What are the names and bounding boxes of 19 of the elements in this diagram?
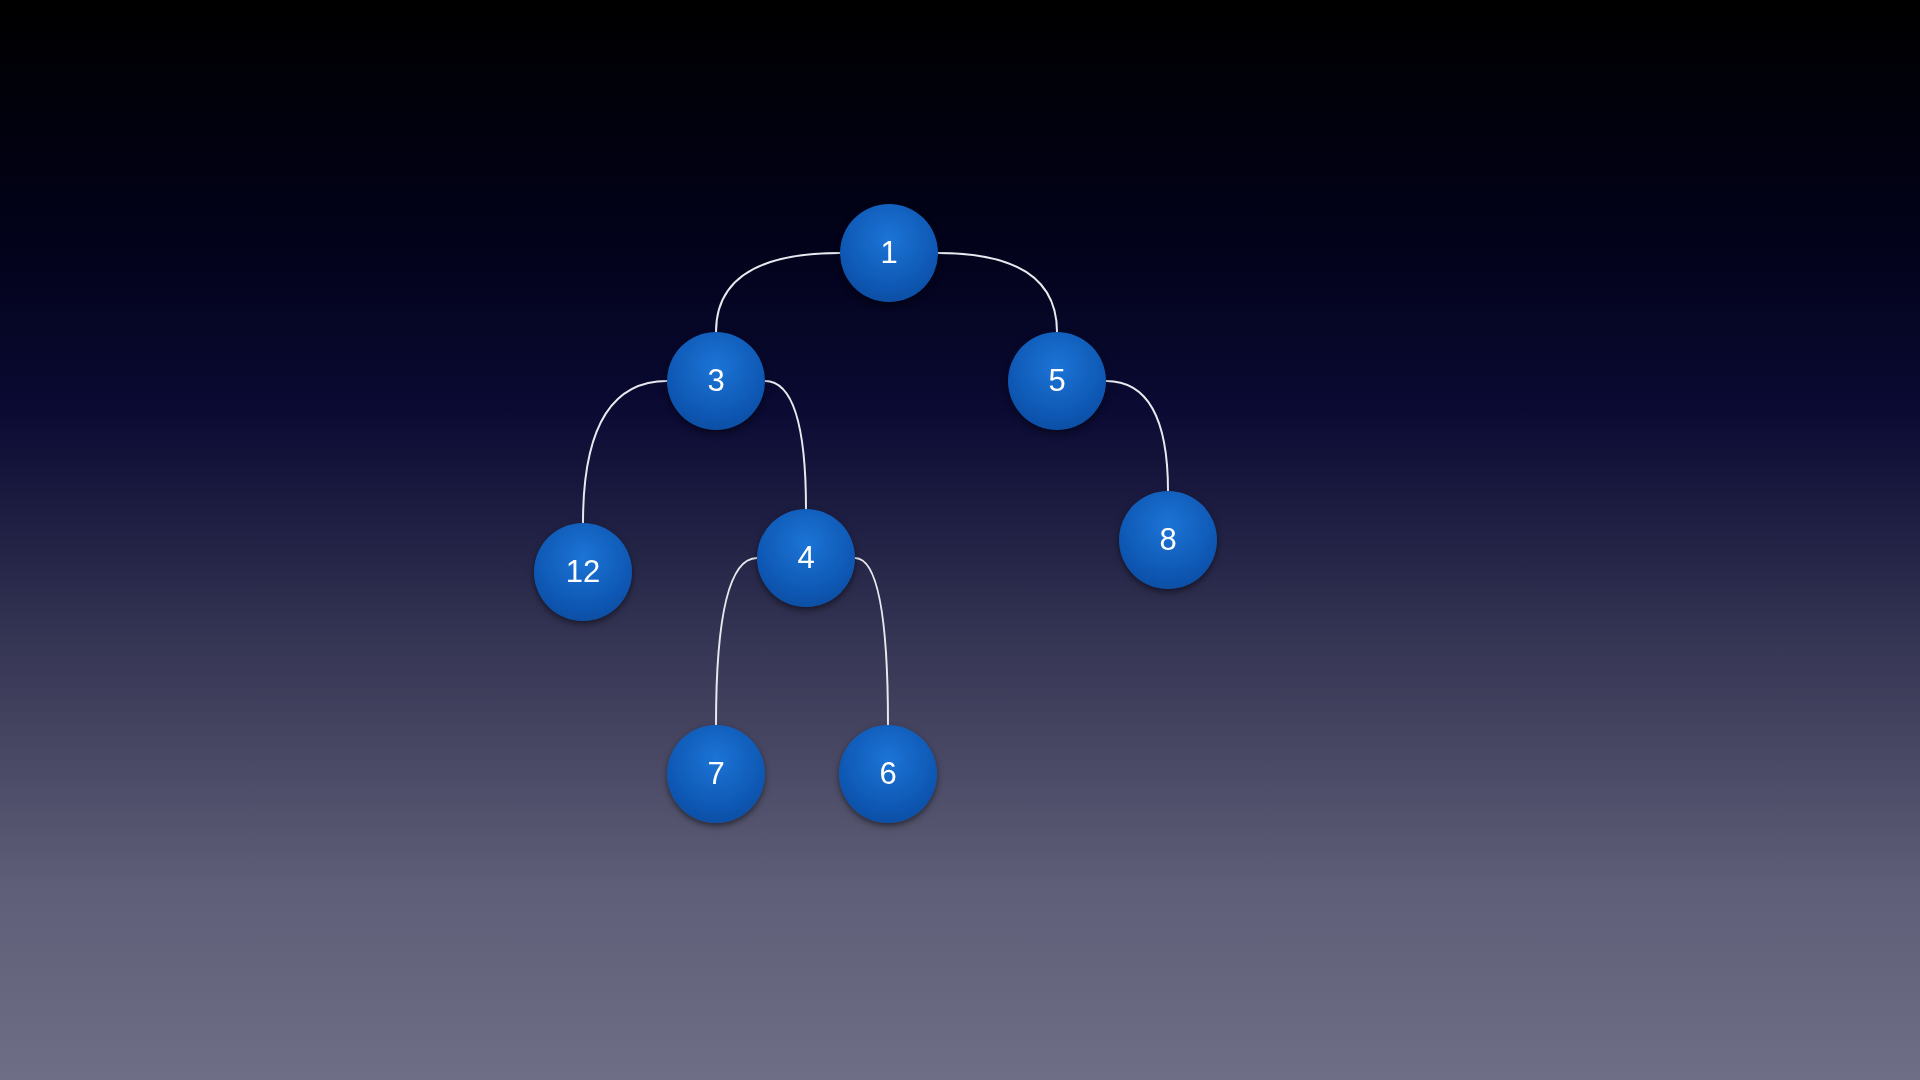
node-label: 5	[1048, 363, 1066, 399]
node-label: 4	[797, 540, 815, 576]
tree-node-circle	[667, 725, 765, 823]
tree-node-circle	[839, 725, 937, 823]
tree-edge-line	[937, 252, 1058, 333]
tree-node-circle	[757, 509, 855, 607]
tree-edge-line	[854, 557, 889, 726]
tree-edge-line	[715, 252, 841, 333]
node-label: 1	[880, 235, 898, 271]
tree-edge-line	[715, 557, 758, 726]
node-label: 12	[565, 554, 601, 590]
tree-node-circle	[1119, 491, 1217, 589]
node-label: 6	[879, 756, 897, 792]
tree-edge-line	[582, 380, 668, 524]
node-label: 3	[707, 363, 725, 399]
node-label: 8	[1159, 522, 1177, 558]
tree-edge-line	[764, 380, 807, 510]
node-label: 7	[707, 756, 725, 792]
tree-node-circle	[534, 523, 632, 621]
